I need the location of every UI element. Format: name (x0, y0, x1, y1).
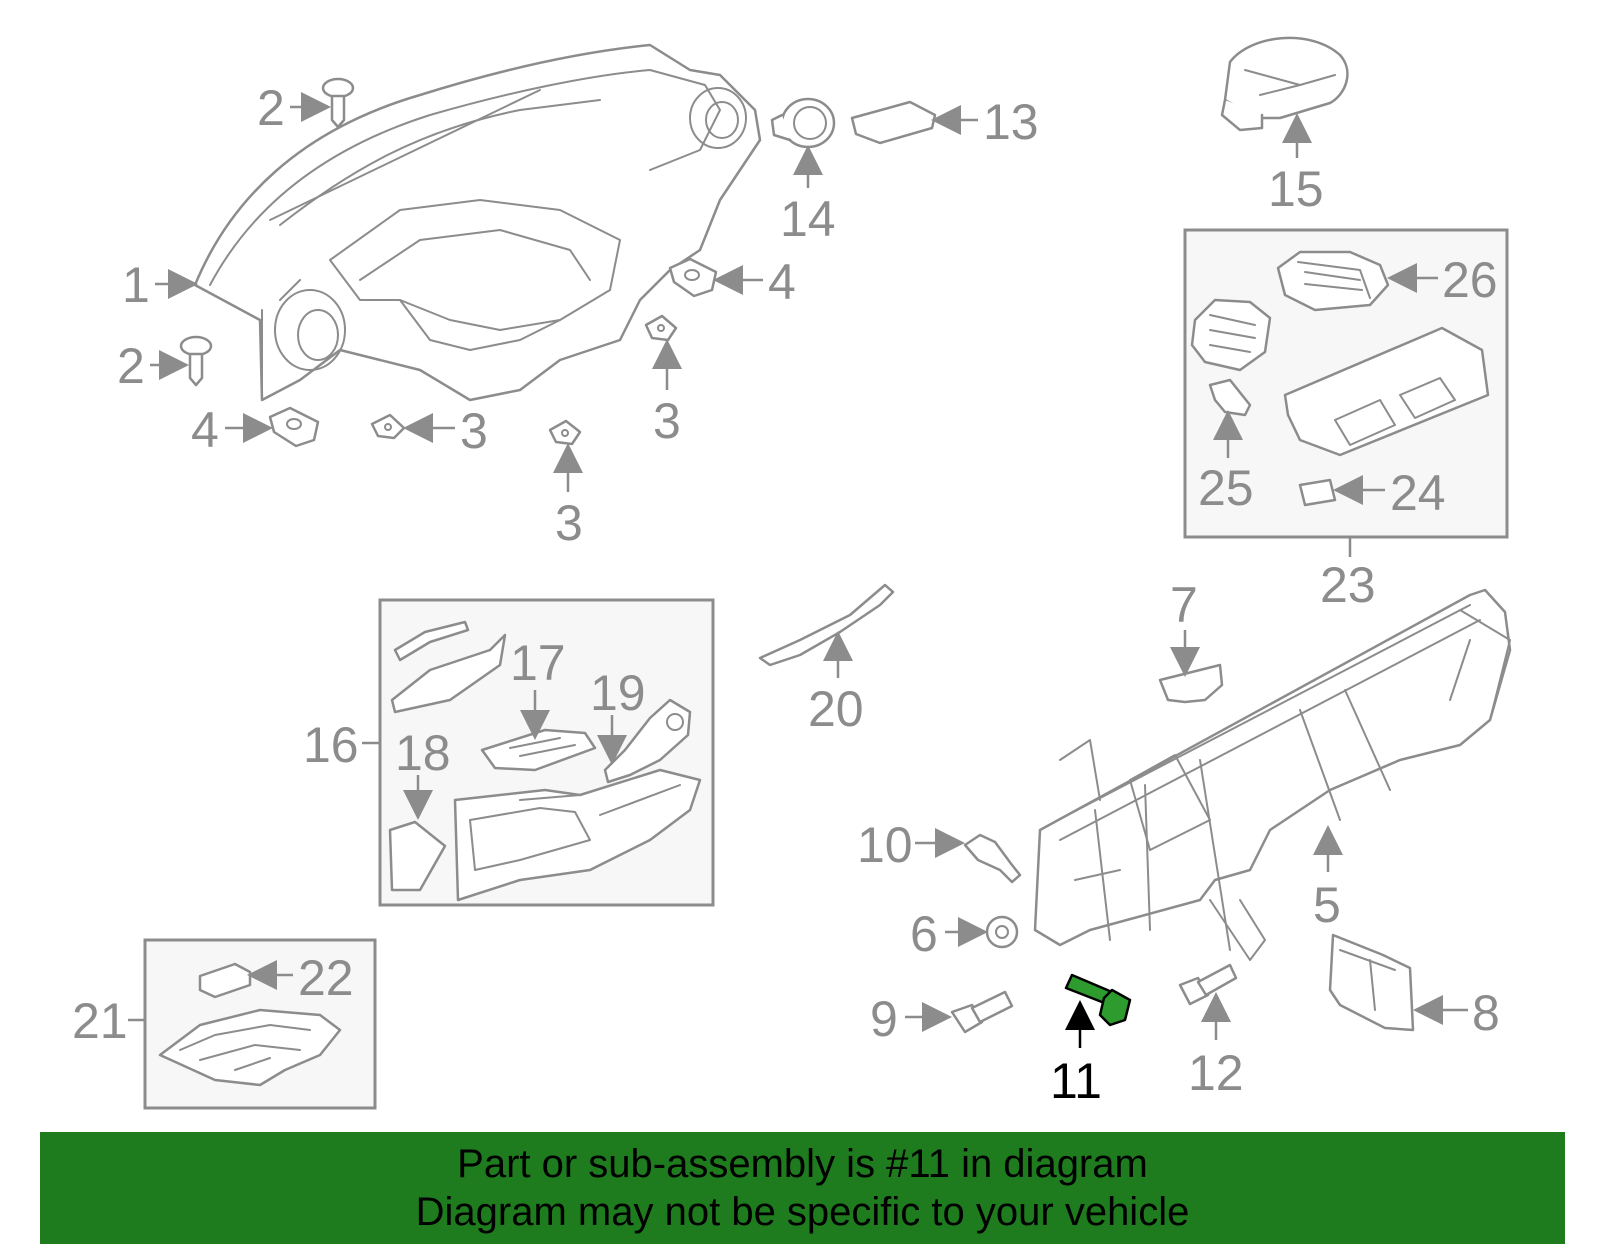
instrument-panel-part-1[interactable] (193, 43, 762, 402)
cover-part-13[interactable] (850, 100, 937, 145)
callout-6: 6 (910, 906, 938, 962)
tray-part-21[interactable] (158, 1008, 342, 1087)
nut-part-4-right[interactable] (668, 257, 718, 298)
nut-part-4-left[interactable] (268, 406, 320, 448)
bolt-part-11-highlighted[interactable] (1064, 973, 1132, 1027)
clip-part-3-right[interactable] (644, 314, 678, 342)
cross-member-part-5[interactable] (1033, 588, 1512, 961)
clip-part-24[interactable] (1298, 478, 1337, 507)
bracket-part-25[interactable] (1208, 378, 1252, 417)
callout-20: 20 (808, 681, 864, 737)
callout-14: 14 (780, 191, 836, 247)
washer-part-6[interactable] (985, 915, 1019, 949)
callout-7: 7 (1170, 577, 1198, 633)
callout-24: 24 (1390, 465, 1446, 521)
callout-19: 19 (590, 665, 646, 721)
bracket-part-20[interactable] (758, 583, 895, 667)
clip-part-2-left[interactable] (179, 335, 213, 387)
callout-3-bottom: 3 (555, 495, 583, 551)
callout-21: 21 (72, 993, 128, 1049)
callout-12: 12 (1188, 1045, 1244, 1101)
bracket-part-7[interactable] (1158, 663, 1224, 704)
callout-4-left: 4 (191, 402, 219, 458)
callout-13: 13 (983, 94, 1039, 150)
pad-part-18[interactable] (388, 820, 447, 892)
info-banner: Part or sub-assembly is #11 in diagram D… (40, 1132, 1565, 1244)
bracket-top-group-16[interactable] (393, 620, 470, 662)
clip-part-3-left[interactable] (370, 413, 406, 440)
callout-23: 23 (1320, 557, 1376, 613)
callout-5: 5 (1313, 877, 1341, 933)
callout-10: 10 (857, 817, 913, 873)
bolt-part-9[interactable] (950, 990, 1014, 1034)
brace-part-8[interactable] (1328, 933, 1415, 1032)
callout-9: 9 (870, 991, 898, 1047)
callout-11: 11 (1050, 1053, 1102, 1109)
callout-2-left: 2 (117, 338, 145, 394)
callout-15: 15 (1268, 161, 1324, 217)
clip-part-3-bottom[interactable] (548, 419, 582, 446)
callout-3-left: 3 (460, 403, 488, 459)
bolt-part-12[interactable] (1178, 963, 1238, 1006)
duct-group-16[interactable] (390, 633, 507, 714)
airbag-part-15[interactable] (1220, 36, 1349, 132)
callout-1: 1 (122, 257, 150, 313)
callout-17: 17 (510, 635, 566, 691)
callout-18: 18 (395, 725, 451, 781)
vent-part-14[interactable] (770, 97, 836, 149)
callout-8: 8 (1472, 985, 1500, 1041)
callout-26: 26 (1442, 252, 1498, 308)
bolt-part-10[interactable] (963, 833, 1022, 884)
callout-3-right: 3 (653, 393, 681, 449)
glove-box-group-16[interactable] (453, 768, 702, 902)
callout-4-right: 4 (768, 254, 796, 310)
callout-22: 22 (298, 950, 354, 1006)
banner-line-1: Part or sub-assembly is #11 in diagram (457, 1142, 1148, 1186)
banner-line-2: Diagram may not be specific to your vehi… (415, 1190, 1190, 1234)
callout-2-top: 2 (257, 80, 285, 136)
callout-16: 16 (303, 717, 359, 773)
callout-25: 25 (1198, 460, 1254, 516)
vent-left-group-23[interactable] (1190, 298, 1272, 372)
panel-group-23[interactable] (1283, 326, 1490, 457)
clip-part-2-top[interactable] (321, 77, 355, 129)
